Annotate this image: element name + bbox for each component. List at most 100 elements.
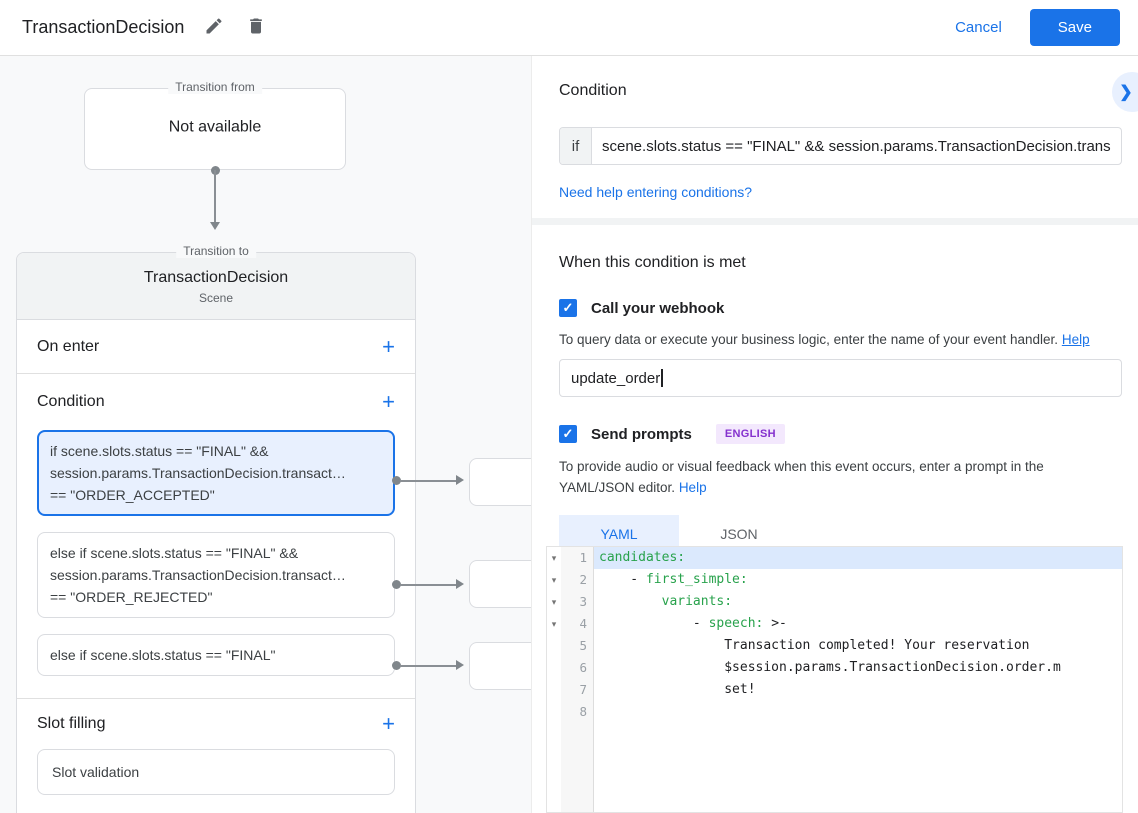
header: TransactionDecision Cancel Save	[0, 0, 1138, 56]
slot-filling-label: Slot filling	[37, 715, 106, 732]
arrow-right-icon	[456, 475, 464, 485]
send-prompts-checkbox[interactable]: ✓	[559, 425, 577, 443]
call-webhook-label: Call your webhook	[591, 299, 725, 317]
connector-line	[400, 584, 456, 586]
fold-toggle-icon[interactable]: ▾	[551, 553, 557, 563]
when-condition-met-heading: When this condition is met	[559, 254, 746, 271]
edit-scene-button[interactable]	[202, 16, 226, 40]
fold-spacer	[547, 657, 561, 679]
connector-line	[400, 665, 456, 667]
condition-card-line: else if scene.slots.status == "FINAL" &&	[50, 545, 299, 561]
page-title: TransactionDecision	[22, 17, 185, 37]
transition-target-box[interactable]	[469, 458, 531, 506]
code-text	[594, 701, 1122, 723]
webhook-input[interactable]: update_order	[559, 359, 1122, 397]
code-line: 7 set!	[547, 679, 1122, 701]
condition-card-line: == "ORDER_REJECTED"	[50, 589, 213, 605]
transition-to-box: Transition to TransactionDecision Scene …	[16, 244, 416, 813]
transition-target-box[interactable]	[469, 560, 531, 608]
condition-cards: if scene.slots.status == "FINAL" &&sessi…	[17, 430, 415, 676]
delete-scene-button[interactable]	[244, 16, 268, 40]
fold-spacer	[547, 701, 561, 723]
check-icon: ✓	[562, 426, 574, 441]
line-number: 3	[579, 594, 587, 609]
connector-line	[214, 170, 216, 222]
add-on-enter-button[interactable]: +	[382, 333, 395, 359]
help-conditions-link[interactable]: Need help entering conditions?	[559, 184, 753, 200]
tab-yaml[interactable]: YAML	[559, 515, 679, 552]
tab-json[interactable]: JSON	[720, 525, 758, 542]
call-webhook-checkbox[interactable]: ✓	[559, 299, 577, 317]
fold-toggle-icon[interactable]: ▾	[551, 597, 557, 607]
if-prefix-label: if	[560, 128, 592, 164]
fold-spacer	[547, 635, 561, 657]
transition-from-legend: Transition from	[168, 80, 262, 94]
condition-card-line: == "ORDER_ACCEPTED"	[50, 487, 215, 503]
code-line: 5 Transaction completed! Your reservatio…	[547, 635, 1122, 657]
add-condition-button[interactable]: +	[382, 389, 395, 414]
code-text: $session.params.TransactionDecision.orde…	[599, 660, 1061, 675]
panel-title: Condition	[559, 82, 627, 99]
fold-toggle-icon[interactable]: ▾	[551, 619, 557, 629]
connector-dot	[392, 476, 401, 485]
line-number: 5	[579, 638, 587, 653]
connector-dot	[392, 661, 401, 670]
add-slot-button[interactable]: +	[382, 711, 395, 736]
code-line: 8	[547, 701, 1122, 723]
code-text: Transaction completed! Your reservation	[599, 638, 1030, 653]
line-number: 8	[579, 704, 587, 719]
condition-section: Condition + if scene.slots.status == "FI…	[17, 374, 415, 699]
transition-from-box[interactable]: Transition from Not available	[84, 80, 346, 170]
trash-icon	[246, 16, 266, 39]
code-text: - speech: >-	[599, 616, 787, 631]
code-line: ▾ 3 variants:	[547, 591, 1122, 613]
transition-to-legend: Transition to	[176, 244, 256, 258]
cancel-button[interactable]: Cancel	[955, 19, 1002, 36]
line-number: 2	[579, 572, 587, 587]
scene-name: TransactionDecision	[143, 269, 289, 286]
condition-if-input[interactable]: if scene.slots.status == "FINAL" && sess…	[559, 127, 1122, 165]
chevron-right-icon: ❯	[1119, 84, 1133, 101]
code-text: - first_simple:	[599, 572, 748, 587]
fold-toggle-icon[interactable]: ▾	[551, 575, 557, 585]
send-prompts-label: Send prompts	[591, 425, 692, 443]
fold-spacer	[547, 679, 561, 701]
code-text: variants:	[661, 594, 733, 609]
slot-validation-card[interactable]: Slot validation	[37, 749, 395, 795]
webhook-help-link[interactable]: Help	[1061, 332, 1090, 347]
code-text: set!	[599, 682, 756, 697]
prompts-help-link[interactable]: Help	[678, 480, 707, 495]
on-enter-label: On enter	[37, 337, 100, 355]
transition-target-box[interactable]	[469, 642, 531, 690]
slot-filling-section: Slot filling + Slot validation	[17, 699, 415, 795]
code-line: 6 $session.params.TransactionDecision.or…	[547, 657, 1122, 679]
arrow-down-icon	[210, 222, 220, 230]
condition-expression-value: scene.slots.status == "FINAL" && session…	[602, 137, 1111, 155]
code-line: ▾4 - speech: >-	[547, 613, 1122, 635]
line-number: 1	[579, 550, 587, 565]
condition-card[interactable]: if scene.slots.status == "FINAL" &&sessi…	[37, 430, 395, 516]
prompts-helper-text: To provide audio or visual feedback when…	[559, 459, 1044, 495]
scene-card-header[interactable]: TransactionDecision Scene	[17, 253, 415, 320]
condition-card[interactable]: else if scene.slots.status == "FINAL" &&…	[37, 532, 395, 618]
condition-card-line: if scene.slots.status == "FINAL" &&	[50, 443, 269, 459]
transition-from-content: Not available	[168, 118, 262, 136]
condition-card[interactable]: else if scene.slots.status == "FINAL"	[37, 634, 395, 676]
collapse-panel-button[interactable]: ❯	[1112, 72, 1138, 112]
pencil-icon	[204, 16, 224, 39]
text-cursor	[661, 369, 663, 387]
webhook-input-value: update_order	[571, 369, 661, 387]
editor-format-tabs: YAML JSON	[559, 515, 1122, 552]
scene-canvas: Transition from Not available Transition…	[0, 56, 531, 813]
save-button[interactable]: Save	[1029, 9, 1120, 46]
language-badge: ENGLISH	[715, 424, 785, 444]
connector-dot	[392, 580, 401, 589]
section-divider	[532, 218, 1138, 225]
scene-type-label: Scene	[198, 291, 234, 305]
editor-gutter	[561, 547, 594, 812]
line-number: 6	[579, 660, 587, 675]
